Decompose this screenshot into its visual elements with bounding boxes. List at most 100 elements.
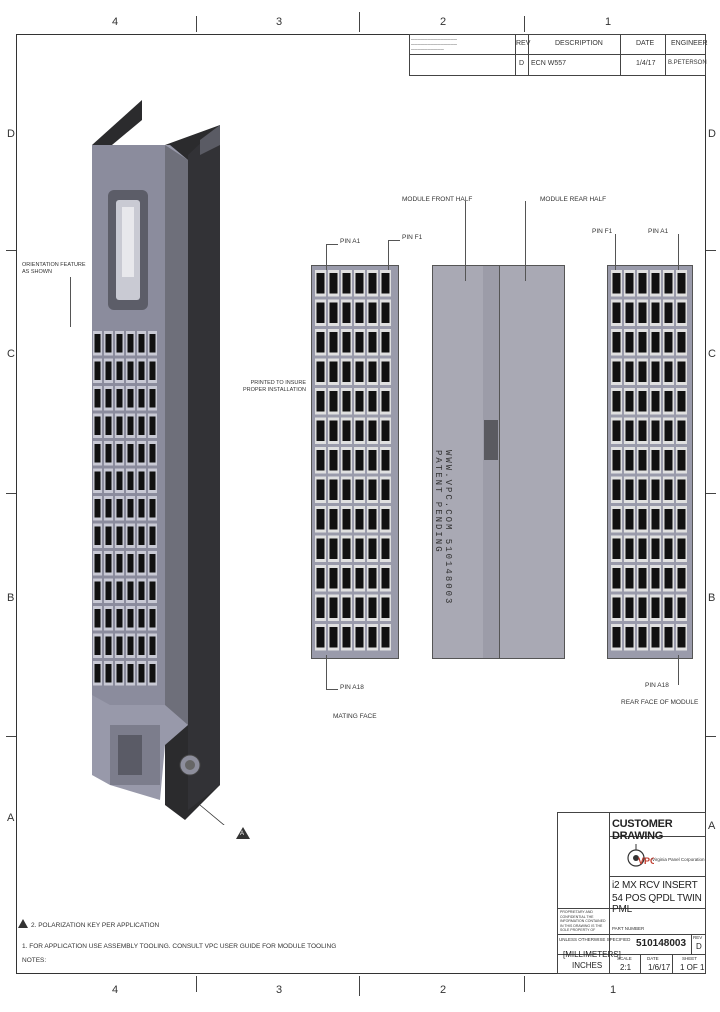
rev-row-date: 1/4/17: [636, 60, 656, 67]
pin-slot: [612, 479, 621, 500]
pin-slot: [368, 538, 377, 559]
pin-slot: [355, 538, 364, 559]
pin-slot: [638, 479, 647, 500]
pin-slot: [368, 479, 377, 500]
pin-slot: [116, 664, 123, 683]
tolerance-note: UNLESS OTHERWISE SPECIFIED: [559, 937, 631, 942]
pin-slot: [149, 499, 156, 518]
pin-slot: [316, 568, 325, 589]
pin-slot: [664, 597, 673, 618]
pin-slot: [381, 450, 390, 471]
pin-slot: [342, 627, 351, 648]
pin-slot: [138, 334, 145, 353]
pin-slot: [116, 609, 123, 628]
pin-slot: [625, 391, 634, 412]
pin-slot: [355, 509, 364, 530]
part-number: 510148003: [636, 938, 687, 949]
zone-bottom-4: 4: [112, 984, 119, 996]
pin-slot: [612, 391, 621, 412]
pin-slot: [329, 538, 338, 559]
pin-slot: [651, 273, 660, 294]
pin-slot: [329, 627, 338, 648]
pin-slot: [316, 450, 325, 471]
isometric-pin-grid: [93, 331, 157, 686]
drawing-border: [16, 34, 706, 974]
pin-slot: [94, 499, 101, 518]
pin-slot: [342, 538, 351, 559]
pin-slot: [329, 597, 338, 618]
pin-slot: [355, 479, 364, 500]
zone-top-4: 4: [112, 16, 119, 28]
pin-slot: [138, 526, 145, 545]
note-1: 1. FOR APPLICATION USE ASSEMBLY TOOLING.…: [22, 943, 337, 950]
pin-slot: [342, 273, 351, 294]
pin-slot: [94, 526, 101, 545]
pin-slot: [138, 554, 145, 573]
pin-slot: [638, 420, 647, 441]
side-view-divider: [483, 265, 500, 659]
pin-slot: [127, 471, 134, 490]
pin-slot: [149, 334, 156, 353]
pin-slot: [316, 332, 325, 353]
pin-slot: [127, 389, 134, 408]
pin-slot: [105, 581, 112, 600]
pin-slot: [677, 627, 686, 648]
date-label: DATE: [647, 956, 659, 961]
pin-slot: [105, 361, 112, 380]
iso-orientation-label: ORIENTATION FEATURE AS SHOWN: [22, 262, 86, 275]
zone-tick: [359, 12, 360, 32]
pin-slot: [355, 391, 364, 412]
pin-slot: [127, 499, 134, 518]
pin-slot: [105, 554, 112, 573]
rev-header: REV: [516, 40, 531, 47]
pin-slot: [612, 332, 621, 353]
pin-slot: [105, 389, 112, 408]
zone-tick: [524, 976, 525, 992]
rear-pin-grid: [611, 270, 687, 651]
zone-tick: [706, 736, 716, 737]
zone-tick: [706, 493, 716, 494]
pin-slot: [381, 361, 390, 382]
pin-slot: [316, 361, 325, 382]
pin-slot: [381, 302, 390, 323]
pin-slot: [316, 420, 325, 441]
pin-slot: [149, 636, 156, 655]
pin-slot: [368, 302, 377, 323]
pin-slot: [316, 627, 325, 648]
pin-slot: [105, 636, 112, 655]
pin-slot: [625, 597, 634, 618]
zone-right-d: D: [708, 128, 716, 140]
pin-slot: [329, 479, 338, 500]
rev-row-rev: D: [519, 60, 525, 67]
pin-slot: [138, 636, 145, 655]
pin-slot: [116, 389, 123, 408]
pin-slot: [651, 509, 660, 530]
svg-text:VPC: VPC: [638, 856, 654, 866]
zone-tick: [524, 16, 525, 32]
pin-slot: [342, 391, 351, 412]
pin-slot: [329, 361, 338, 382]
pin-slot: [612, 538, 621, 559]
title-block: [557, 812, 706, 974]
pin-slot: [127, 609, 134, 628]
pin-slot: [355, 302, 364, 323]
pin-slot: [127, 361, 134, 380]
pin-slot: [677, 597, 686, 618]
title-line-1: i2 MX RCV INSERT: [612, 880, 698, 891]
zone-tick: [6, 493, 16, 494]
pin-slot: [138, 609, 145, 628]
pin-slot: [612, 597, 621, 618]
revision-notice: ──────────────────────────────────────: [411, 37, 458, 52]
rear-face-label: REAR FACE OF MODULE: [621, 699, 699, 706]
pin-slot: [651, 391, 660, 412]
zone-tick: [6, 736, 16, 737]
pin-slot: [116, 361, 123, 380]
note-triangle: [18, 919, 28, 928]
pin-slot: [355, 273, 364, 294]
pin-slot: [638, 361, 647, 382]
pin-slot: [651, 597, 660, 618]
pin-slot: [664, 479, 673, 500]
rear-pin-f1-label: PIN F1: [592, 228, 613, 235]
pin-slot: [625, 361, 634, 382]
pin-slot: [94, 664, 101, 683]
